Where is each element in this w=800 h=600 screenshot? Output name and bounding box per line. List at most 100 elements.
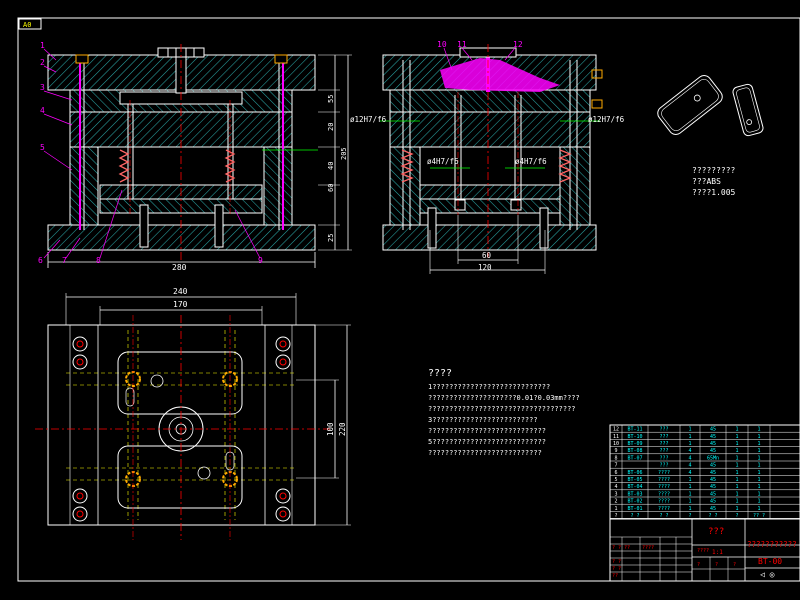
- part-label-3: 3: [40, 83, 45, 92]
- bom-cell: 1: [757, 491, 760, 497]
- frame-tag-box: [18, 18, 42, 30]
- part-info-line-3: ????1.005: [692, 188, 736, 197]
- bom-cell: 45: [710, 506, 716, 512]
- note-line-3: ???????????????????????????????????: [428, 405, 576, 413]
- frame-tag: A0: [23, 21, 31, 29]
- part-label-8: 8: [96, 256, 101, 265]
- bom-cell: BT-10: [627, 434, 642, 440]
- bom-cell: ???: [659, 434, 668, 440]
- title-cell-3: ????: [642, 545, 654, 551]
- title-cell-10: ?: [733, 562, 736, 568]
- dim-bottom-width: 280: [172, 263, 187, 272]
- front-view-dimensions: 280 55 20 40 60 25 205: [172, 95, 348, 272]
- bom-cell: ? ?: [659, 513, 668, 519]
- bom-cell: 3: [614, 491, 617, 497]
- title-cell-8: ?: [697, 562, 700, 568]
- part-label-9: 9: [258, 256, 263, 265]
- bom-cell: BT-03: [627, 491, 642, 497]
- bom-cell: 1: [757, 441, 760, 447]
- bom-cell: 12: [613, 427, 619, 433]
- title-cell-6: ??: [612, 573, 618, 579]
- bom-cell: 1: [688, 499, 691, 505]
- bom-cell: 4: [688, 448, 691, 454]
- bom-cell: 1: [757, 499, 760, 505]
- title-company: ???????????: [747, 540, 797, 549]
- bom-cell: BT-08: [627, 448, 642, 454]
- title-cell-4: ? ?: [612, 559, 621, 565]
- bom-cell: 1: [688, 441, 691, 447]
- bom-cell: ?: [688, 513, 691, 519]
- bom-cell: 1: [735, 470, 738, 476]
- title-cell-7: ????: [697, 548, 709, 554]
- title-cell-5: ? ?: [612, 566, 621, 572]
- bom-cell: ?: [735, 513, 738, 519]
- dim-60: 60: [327, 184, 335, 192]
- bom-cell: ????: [658, 470, 670, 476]
- dim-205: 205: [340, 147, 348, 160]
- part-label-6: 6: [38, 256, 43, 265]
- part-label-4: 4: [40, 106, 45, 115]
- bom-cell: 5: [614, 477, 617, 483]
- bom-cell: BT-06: [627, 470, 642, 476]
- note-line-6: 5???????????????????????????: [428, 438, 546, 446]
- bom-cell: 1: [757, 463, 760, 469]
- dim-55: 55: [327, 95, 335, 103]
- bom-cell: 1: [757, 427, 760, 433]
- bom-cell: 45: [710, 470, 716, 476]
- part-label-5: 5: [40, 143, 45, 152]
- front-view-part-labels: 1 2 3 4 5 6 7 8 9: [38, 41, 263, 265]
- bom-cell: ???: [659, 455, 668, 461]
- bom-cell: 1: [735, 455, 738, 461]
- note-line-2: ?????????????????????0.01?0.03mm????: [428, 394, 580, 402]
- bom-cell: 9: [614, 448, 617, 454]
- dim-40: 40: [327, 162, 335, 170]
- bom-cell: 1: [688, 427, 691, 433]
- note-line-1: 1????????????????????????????: [428, 383, 550, 391]
- fit-label-left: ø12H7/f6: [350, 115, 387, 124]
- bom-cell: 1: [757, 455, 760, 461]
- plan-view: [35, 293, 351, 540]
- bom-cell: 1: [688, 506, 691, 512]
- bom-cell: 1: [735, 434, 738, 440]
- bom-cell: 1: [688, 484, 691, 490]
- note-line-4: 3?????????????????????????: [428, 416, 538, 424]
- bom-cell: 10: [613, 441, 619, 447]
- bom-cell: 45: [710, 463, 716, 469]
- bom-cell: 1: [757, 470, 760, 476]
- plan-view-dimensions: 240 170 100 220: [173, 287, 347, 436]
- bom-cell: ?? ?: [753, 513, 765, 519]
- bom-cell: BT-02: [627, 499, 642, 505]
- bom-cell: 4: [688, 455, 691, 461]
- bom-cell: 45: [710, 448, 716, 454]
- dim-20: 20: [327, 123, 335, 131]
- title-drawing-name: ???: [708, 527, 724, 537]
- dim-side-outer: 120: [478, 263, 492, 272]
- projection-symbol-icon: ◁ ◎: [760, 570, 775, 579]
- bom-cell: 1: [735, 506, 738, 512]
- bom-cell: 1: [735, 491, 738, 497]
- bom-cell: BT-05: [627, 477, 642, 483]
- part-label-2: 2: [40, 58, 45, 67]
- part-label-7: 7: [62, 256, 67, 265]
- bom-cell: 45: [710, 441, 716, 447]
- bom-cell: 1: [757, 434, 760, 440]
- bom-cell: 45: [710, 491, 716, 497]
- bom-cell: 8: [614, 455, 617, 461]
- bom-cell: 1: [735, 427, 738, 433]
- front-view: [47, 44, 352, 268]
- dim-plan-220: 220: [338, 422, 347, 436]
- dim-plan-240: 240: [173, 287, 188, 296]
- part-info-line-2: ???ABS: [692, 177, 721, 186]
- title-cell-9: ?: [715, 562, 718, 568]
- part-label-12: 12: [513, 40, 523, 49]
- side-view-labels: 10 11 12 ø12H7/f6 ø12H7/f6 ø4H7/f6 ø4H7/…: [350, 40, 625, 272]
- bom-cell: 45: [710, 499, 716, 505]
- bom-cell: ????: [658, 484, 670, 490]
- bom-cell: ???: [659, 427, 668, 433]
- bom-cell: 2: [614, 499, 617, 505]
- bom-cell: 4: [688, 463, 691, 469]
- bom-cell: ?: [614, 513, 617, 519]
- bom-cell: 65Mn: [707, 455, 719, 461]
